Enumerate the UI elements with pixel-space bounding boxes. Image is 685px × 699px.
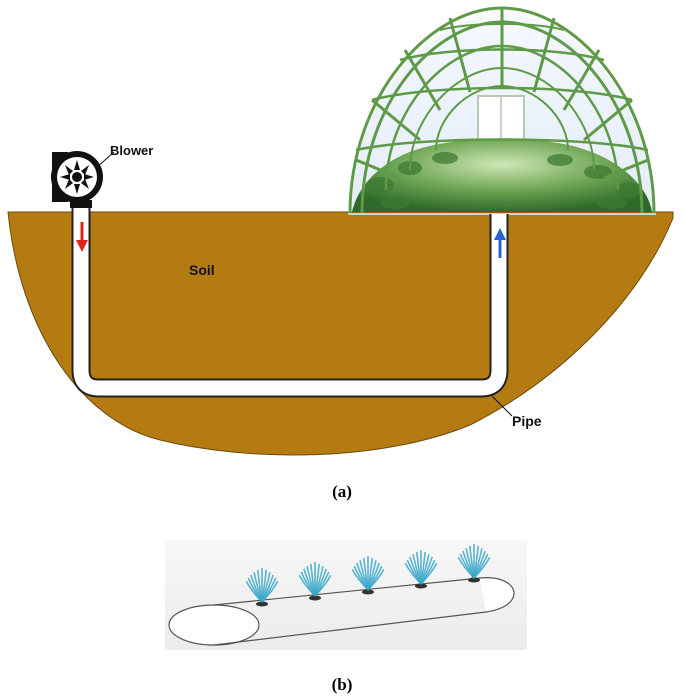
- sprinkler-group: [245, 544, 491, 607]
- fan-icon: [60, 160, 94, 194]
- soil-region: [7, 211, 674, 456]
- sprinkler-icon: [457, 544, 491, 583]
- figure-b: (b): [165, 540, 527, 694]
- figure-a: Blower Soil Pipe (a): [7, 6, 674, 501]
- sprinkler-icon: [245, 568, 279, 607]
- greenhouse: [348, 6, 656, 215]
- caption-a: (a): [332, 482, 352, 501]
- greenhouse-frame: [348, 6, 656, 215]
- pipe-leader-line: [491, 395, 513, 417]
- blower-label: Blower: [110, 143, 153, 158]
- sprinkler-icon: [404, 550, 438, 589]
- pipe-label: Pipe: [512, 413, 542, 429]
- pipe: [71, 204, 509, 398]
- arrow-down-icon: [76, 222, 88, 252]
- soil-label: Soil: [189, 262, 215, 278]
- blower: [51, 151, 103, 208]
- blower-leader-line: [95, 151, 115, 169]
- sprinkler-icon: [298, 562, 332, 601]
- sprinkler-icon: [351, 556, 385, 595]
- perforated-tube: [168, 577, 515, 646]
- plant-foliage: [352, 138, 652, 212]
- arrow-up-icon: [494, 228, 506, 258]
- caption-b: (b): [332, 675, 353, 694]
